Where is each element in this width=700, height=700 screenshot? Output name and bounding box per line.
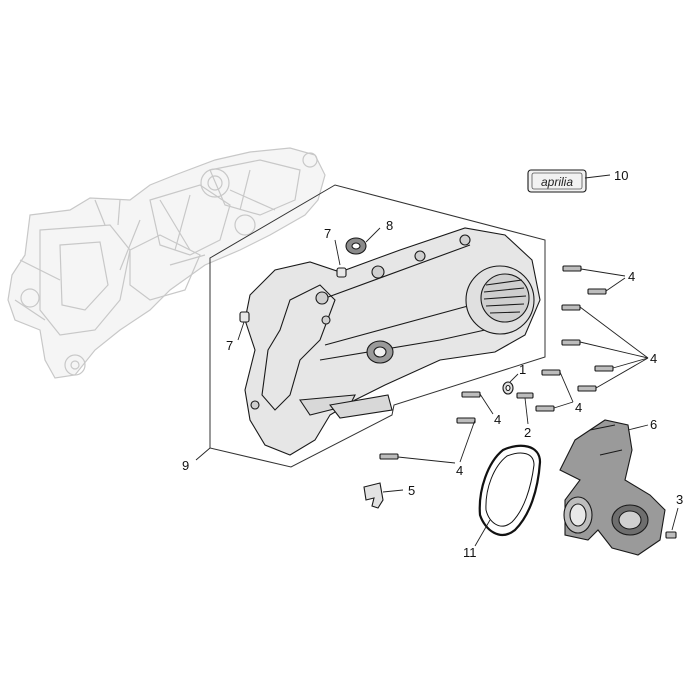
callout-labels: 1 2 3 4 4 4 4 4 5 6 7 7 8 9 10 11 [182,168,683,560]
dowel-pin-upper [336,267,347,278]
cover-mount-bosses [250,234,471,410]
callout-11: 11 [463,545,477,560]
washer [502,381,514,395]
duct-screw [665,531,677,539]
callout-4-mid: 4 [494,412,501,427]
callout-4-lower: 4 [456,463,463,478]
crankcase-ghost [7,147,326,379]
gasket [478,444,542,536]
dowel-pin-lower [239,311,250,323]
callout-4-right: 4 [650,351,657,366]
callout-6: 6 [650,417,657,432]
callout-8: 8 [386,218,393,233]
cable-clip [363,482,384,509]
callout-4-mid-right: 4 [575,400,582,415]
callout-4-top: 4 [628,269,635,284]
transmission-cover [244,227,541,456]
callout-3: 3 [676,492,683,507]
air-duct [559,419,666,556]
callout-7-lower: 7 [226,338,233,353]
cover-boss [366,340,394,364]
group-frame [209,184,546,468]
oil-seal [345,237,367,255]
aprilia-logo-text: aprilia [541,175,573,189]
callout-1: 1 [519,362,526,377]
callout-5: 5 [408,483,415,498]
variator-vent [465,265,535,335]
callout-7-upper: 7 [324,226,331,241]
callout-10: 10 [614,168,628,183]
callout-9: 9 [182,458,189,473]
callout-2: 2 [524,425,531,440]
aprilia-decal: aprilia [527,169,587,193]
leader-lines [195,174,679,547]
